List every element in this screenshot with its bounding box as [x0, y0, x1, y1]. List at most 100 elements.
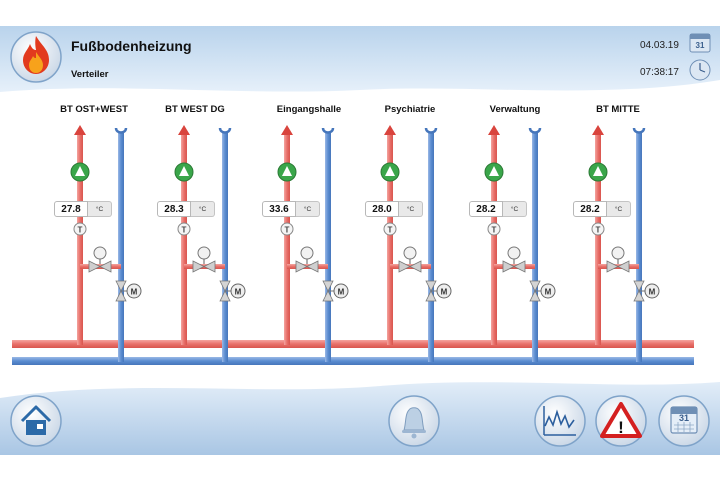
warning-button[interactable]: ! [595, 395, 647, 447]
flow-arrow-icon [281, 125, 293, 135]
temperature-sensor-icon: T [591, 222, 605, 236]
circuit-2: TM [174, 125, 246, 362]
flow-arrow-icon [488, 125, 500, 135]
pipe-bend [114, 127, 128, 134]
supply-pipe [595, 133, 601, 345]
motor-letter: M [545, 288, 552, 297]
return-pipe [118, 132, 124, 362]
supply-pipe [181, 133, 187, 345]
calendar-button[interactable]: 31 [658, 395, 710, 447]
warning-icon: ! [600, 402, 642, 438]
temperature-readout[interactable]: 28.2 °C [573, 201, 631, 217]
temperature-unit: °C [607, 201, 631, 217]
circuit-label-bt-west-dg: BT WEST DG [165, 104, 225, 115]
flow-arrow-icon [592, 125, 604, 135]
sensor-letter: T [285, 226, 290, 235]
svg-text:!: ! [618, 418, 624, 437]
pipe-bend [424, 127, 438, 134]
pump-icon[interactable] [70, 162, 90, 182]
date-display: 04.03.19 [640, 40, 679, 51]
pump-icon[interactable] [588, 162, 608, 182]
pump-icon[interactable] [484, 162, 504, 182]
temperature-unit: °C [503, 201, 527, 217]
motor-valve-icon[interactable]: M [529, 280, 556, 302]
flow-arrow-icon [178, 125, 190, 135]
circuit-4: TM [380, 125, 452, 362]
page-subtitle: Verteiler [71, 69, 109, 80]
bell-icon [402, 407, 426, 439]
pipe-bend [218, 127, 232, 134]
return-pipe [532, 132, 538, 362]
circuit-5: TM [484, 125, 556, 362]
circuit-1: TM [70, 125, 142, 362]
motor-valve-icon[interactable]: M [425, 280, 452, 302]
sensor-letter: T [492, 226, 497, 235]
three-way-valve-icon[interactable] [192, 246, 216, 273]
svg-text:31: 31 [679, 413, 689, 423]
pump-icon[interactable] [277, 162, 297, 182]
sensor-letter: T [78, 226, 83, 235]
temperature-value: 27.8 [54, 201, 88, 217]
supply-pipe [284, 133, 290, 345]
temperature-sensor-icon: T [383, 222, 397, 236]
temperature-sensor-icon: T [280, 222, 294, 236]
sensor-letter: T [182, 226, 187, 235]
page-title: Fußbodenheizung [71, 38, 192, 54]
home-button[interactable] [10, 395, 62, 447]
pump-icon[interactable] [174, 162, 194, 182]
supply-pipe [77, 133, 83, 345]
circuit-label-bt-ost-west: BT OST+WEST [60, 104, 128, 115]
flame-icon[interactable] [10, 31, 62, 83]
temperature-unit: °C [88, 201, 112, 217]
calendar-icon: 31 [670, 406, 698, 434]
alarm-bell-button[interactable] [388, 395, 440, 447]
sensor-letter: T [388, 226, 393, 235]
temperature-sensor-icon: T [487, 222, 501, 236]
three-way-valve-icon[interactable] [502, 246, 526, 273]
pipe-bend [321, 127, 335, 134]
temperature-sensor-icon: T [73, 222, 87, 236]
circuit-label-verwaltung: Verwaltung [489, 104, 541, 115]
motor-valve-icon[interactable]: M [633, 280, 660, 302]
motor-letter: M [441, 288, 448, 297]
supply-pipe [387, 133, 393, 345]
three-way-valve-icon[interactable] [295, 246, 319, 273]
temperature-value: 28.2 [469, 201, 503, 217]
return-pipe [222, 132, 228, 362]
temperature-readout[interactable]: 27.8 °C [54, 201, 112, 217]
calendar-small-icon: 31 [689, 33, 711, 53]
supply-header-pipe [12, 340, 694, 348]
svg-text:31: 31 [696, 41, 705, 50]
temperature-readout[interactable]: 28.3 °C [157, 201, 215, 217]
supply-pipe [491, 133, 497, 345]
three-way-valve-icon[interactable] [398, 246, 422, 273]
temperature-unit: °C [399, 201, 423, 217]
header-band [0, 26, 720, 92]
motor-letter: M [338, 288, 345, 297]
motor-valve-icon[interactable]: M [322, 280, 349, 302]
temperature-value: 33.6 [262, 201, 296, 217]
flow-arrow-icon [384, 125, 396, 135]
temperature-readout[interactable]: 28.2 °C [469, 201, 527, 217]
trend-button[interactable] [534, 395, 586, 447]
return-pipe [428, 132, 434, 362]
temperature-value: 28.0 [365, 201, 399, 217]
circuit-label-bt-mitte: BT MITTE [596, 104, 640, 115]
circuit-6: TM [588, 125, 660, 362]
circuit-label-eingangshalle: Eingangshalle [276, 104, 342, 115]
temperature-readout[interactable]: 33.6 °C [262, 201, 320, 217]
pump-icon[interactable] [380, 162, 400, 182]
return-pipe [325, 132, 331, 362]
motor-valve-icon[interactable]: M [219, 280, 246, 302]
temperature-readout[interactable]: 28.0 °C [365, 201, 423, 217]
flow-arrow-icon [74, 125, 86, 135]
temperature-value: 28.3 [157, 201, 191, 217]
three-way-valve-icon[interactable] [606, 246, 630, 273]
three-way-valve-icon[interactable] [88, 246, 112, 273]
motor-letter: M [235, 288, 242, 297]
motor-valve-icon[interactable]: M [115, 280, 142, 302]
return-header-pipe [12, 357, 694, 365]
motor-letter: M [649, 288, 656, 297]
